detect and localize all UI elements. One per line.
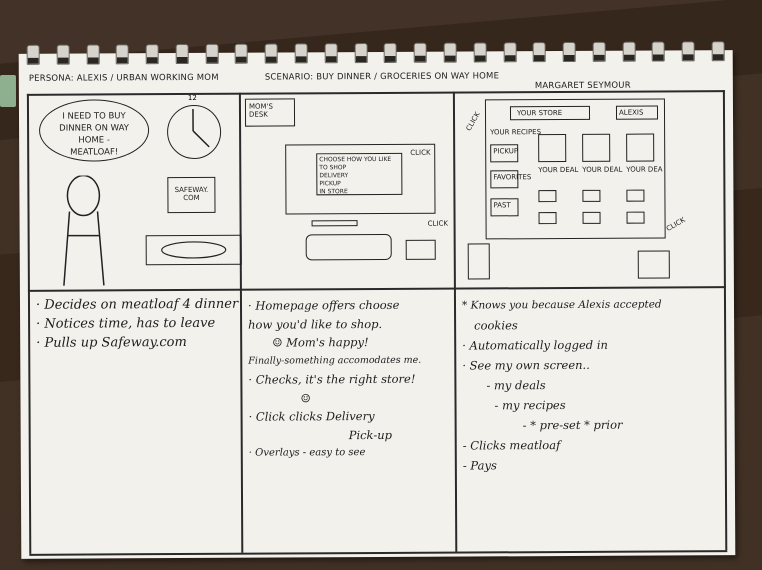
recipe-tile-3[interactable] [626,189,645,202]
speech-bubble: I NEED TO BUY DINNER ON WAY HOME - MEATL… [38,99,150,162]
recipe-tile-6[interactable] [626,211,645,224]
monitor: SAFEWAY. COM [167,176,216,214]
deal-label-2: YOUR DEAL [582,165,623,174]
mouse-pad [405,239,436,260]
panel-3-sketch: YOUR STORE ALEXIS YOUR RECIPES PICKUP Fa… [455,92,724,287]
recipe-tile-5[interactable] [582,211,601,224]
sidebar-pickup[interactable]: PICKUP [490,144,519,163]
sidebar-favorites[interactable]: Favorites [490,170,531,189]
note-line: - Clicks meatloaf [462,438,561,453]
note-line: · Decides on meatloaf 4 dinner [35,296,239,313]
sidebar-past[interactable]: Past [490,198,519,217]
deal-tile-2[interactable] [582,133,611,162]
panel-2-sketch: MOM'S DESK CHOOSE HOW YOU LIKE TO SHOP D… [241,94,454,289]
store-screen: YOUR STORE ALEXIS YOUR RECIPES PICKUP Fa… [484,98,666,240]
deal-label-1: YOUR DEAL [538,165,579,175]
phone-sketch [467,243,490,280]
note-line: · Overlays - easy to see [248,447,366,459]
shop-choice-dialog[interactable]: CHOOSE HOW YOU LIKE TO SHOP DELIVERY PIC… [316,152,403,196]
spiral-binding [26,41,725,65]
note-line: · Click clicks Delivery [248,409,375,424]
click-label-2: click [427,219,448,228]
click-label-1: click [410,148,431,157]
recipe-tile-2[interactable] [582,189,601,202]
note-line: cookies [474,318,518,333]
click-label-3: click [464,110,482,133]
note-line: - my recipes [494,398,566,413]
moms-desk-label: MOM'S DESK [244,98,296,127]
monitor-stand [311,220,358,227]
panel-3-notes: * Knows you because Alexis accepted cook… [462,294,725,475]
scenario-label: SCENARIO: BUY DINNER / GROCERIES ON WAY … [264,71,500,83]
note-line: ☺ Mom's happy! [272,335,369,350]
note-line: · See my own screen.. [462,357,590,373]
person-figure [63,175,105,286]
account-button[interactable]: ALEXIS [615,105,659,120]
note-line: Pick-up [348,427,392,442]
note-line: - * pre-set * prior [522,417,623,433]
recipe-tile-4[interactable] [538,212,557,225]
deal-tile-3[interactable] [626,133,655,162]
note-line: Finally-something accomodates me. [248,354,422,367]
clock-label: 12 [187,93,197,102]
deal-tile-1[interactable] [538,134,567,163]
note-line: * Knows you because Alexis accepted [461,298,662,312]
note-line: - Pays [462,458,497,473]
option-instore[interactable]: IN STORE [319,188,348,196]
desk-keyboard [145,234,242,266]
clock-icon: 12 [166,94,222,160]
moms-desk-text: MOM'S DESK [248,102,273,119]
monitor-screen: CHOOSE HOW YOU LIKE TO SHOP DELIVERY PIC… [285,143,436,215]
deal-label-3: YOUR DEA [626,165,663,174]
persona-label: PERSONA: ALEXIS / URBAN WORKING MOM [28,72,219,84]
note-line: · Pulls up Safeway.com [36,334,187,351]
note-line: · Notices time, has to leave [36,315,216,332]
note-line: · Checks, it's the right store! [248,371,416,387]
storyboard-sheet: PERSONA: ALEXIS / URBAN WORKING MOM SCEN… [18,41,736,559]
click-label-4: click [664,215,687,234]
panel-1-notes: · Decides on meatloaf 4 dinner · Notices… [35,295,239,353]
your-store-bar[interactable]: YOUR STORE [509,105,591,121]
recipe-tile-1[interactable] [538,190,557,203]
note-line: - my deals [486,378,546,393]
dialog-title: CHOOSE HOW YOU LIKE TO SHOP [319,155,392,172]
panel-2-notes: · Homepage offers choose how you'd like … [248,296,449,464]
note-line: ☺ [300,390,311,405]
monitor-text: SAFEWAY. COM [174,185,209,203]
note-line: · Homepage offers choose [247,297,400,313]
green-card [0,75,16,107]
note-line: · Automatically logged in [462,337,608,353]
sidebar-recipes[interactable]: YOUR RECIPES [490,128,542,137]
author-label: MARGARET SEYMOUR [534,80,631,92]
grid-bottom [29,550,728,556]
mouse-pad-3 [637,250,670,279]
panel-1-sketch: I NEED TO BUY DINNER ON WAY HOME - MEATL… [29,94,242,290]
note-line: how you'd like to shop. [248,316,383,332]
keyboard [305,233,392,261]
